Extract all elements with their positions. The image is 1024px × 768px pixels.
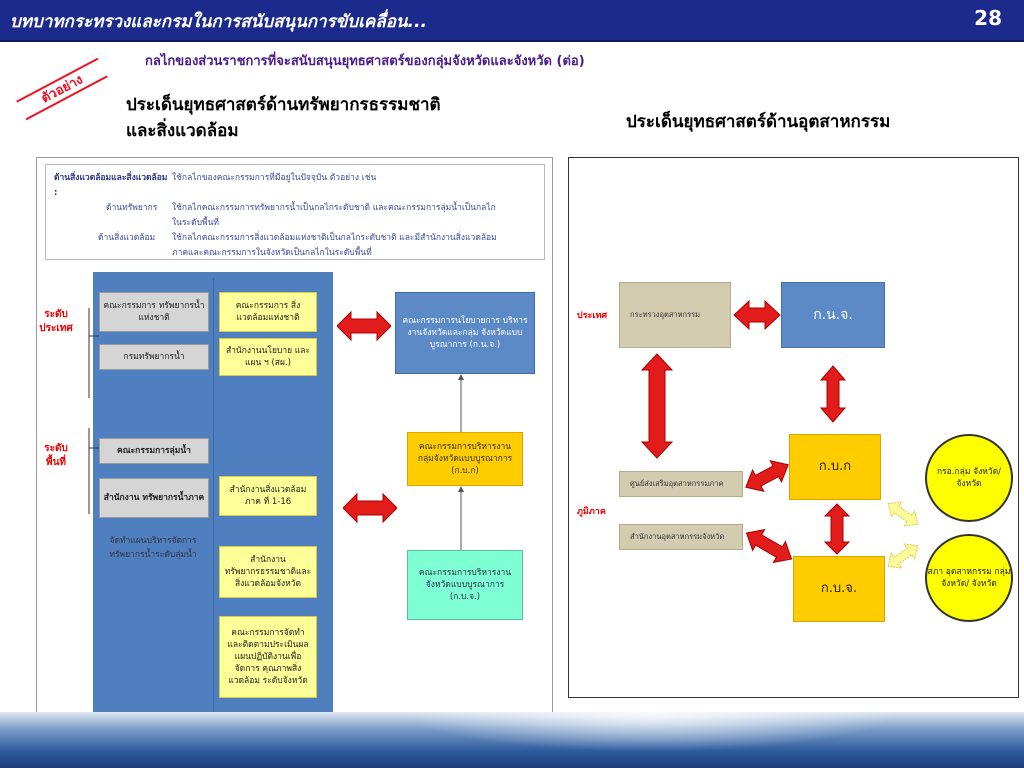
double-arrow-icon	[733, 299, 781, 331]
double-arrow-icon	[745, 459, 789, 493]
box-kbk: ก.บ.ก	[789, 434, 881, 500]
note-key	[54, 216, 172, 231]
yellow-double-arrow-icon	[887, 543, 919, 569]
connector-arrows	[640, 299, 919, 569]
box-kbj: ก.บ.จ.	[793, 556, 885, 622]
note-key	[54, 246, 172, 261]
circle-provincial-industry-committee: กรอ.กลุ่ม จังหวัด/ จังหวัด	[925, 434, 1013, 522]
note-key: ด้านทรัพยากร	[106, 203, 158, 213]
page-number: 28	[974, 6, 1002, 30]
connector-lines	[458, 374, 464, 550]
box-kbk-committee: คณะกรรมการบริหารงาน กลุ่มจังหวัดแบบบูรณา…	[407, 432, 523, 486]
right-heading: ประเด็นยุทธศาสตร์ด้านอุตสาหกรรม	[626, 112, 891, 132]
box-knj-committee: คณะกรรมการนโยบายการ บริหารงานจังหวัดและก…	[395, 292, 535, 374]
circle-federation-of-industries: สภา อุตสาหกรรม กลุ่มจังหวัด/ จังหวัด	[925, 534, 1013, 622]
box-provincial-env-office: สำนักงาน ทรัพยากรธรรมชาติและ สิ่งแวดล้อม…	[219, 546, 317, 598]
box-kbj-committee: คณะกรรมการบริหารงาน จังหวัดแบบบูรณาการ (…	[407, 550, 523, 620]
note-row: ภาคและคณะกรรมการในจังหวัดเป็นกลไกในระดับ…	[54, 246, 536, 261]
slide-subtitle: กลไกของส่วนราชการที่จะสนับสนุนยุทธศาสตร์…	[145, 54, 585, 69]
level-local-label: ระดับ พื้นที่	[44, 443, 68, 468]
example-stamp: ตัวอย่าง	[16, 57, 108, 121]
box-regional-env-office: สำนักงานสิ่งแวดล้อม ภาค ที่ 1-16	[219, 476, 317, 516]
double-arrow-icon	[823, 503, 851, 555]
note-row: ด้านสิ่งแวดล้อมและสิ่งแวดล้อม : ใช้กลไกขอ…	[54, 171, 536, 201]
left-heading: ประเด็นยุทธศาสตร์ด้านทรัพยากรธรรมชาติและ…	[126, 95, 441, 141]
note-text: ใช้กลไกคณะกรรมการทรัพยากรน้ำเป็นกลไกระดั…	[172, 203, 496, 213]
box-provincial-env-committee: คณะกรรมการจัดทำ และติดตามประเมินผล แผนปฏ…	[219, 616, 317, 698]
note-text: ภาคและคณะกรรมการในจังหวัดเป็นกลไกในระดับ…	[172, 248, 372, 258]
box-onep: สำนักงานนโยบาย และแผน ฯ (สผ.)	[219, 338, 317, 376]
yellow-double-arrow-icon	[887, 501, 919, 527]
box-national-water-committee: คณะกรรมการ ทรัพยากรน้ำแห่งชาติ	[99, 292, 209, 332]
basin-plan-text: จัดทำแผนบริหารจัดการ ทรัพยากรน้ำระดับลุ่…	[109, 536, 197, 560]
box-provincial-industry-office: สำนักงานอุตสาหกรรมจังหวัด	[619, 524, 743, 550]
box-ministry-of-industry: กระทรวงอุตสาหกรรม	[619, 282, 731, 348]
slide-title: บทบาทกระทรวงและกรมในการสนับสนุนการขับเคล…	[10, 12, 427, 32]
note-row: ด้านทรัพยากร ใช้กลไกคณะกรรมการทรัพยากรน้ำ…	[54, 201, 536, 216]
note-row: ด้านสิ่งแวดล้อม ใช้กลไกคณะกรรมการสิ่งแวดล…	[54, 231, 536, 246]
double-arrow-icon	[343, 492, 397, 524]
note-text: ในระดับพื้นที่	[172, 218, 220, 228]
note-key: ด้านสิ่งแวดล้อมและสิ่งแวดล้อม :	[54, 173, 168, 198]
level-national-label: ระดับ ประเทศ	[39, 309, 73, 334]
footer-glow	[400, 712, 900, 752]
double-arrow-icon	[819, 365, 847, 423]
box-basin-committee: คณะกรรมการลุ่มน้ำ	[99, 438, 209, 464]
box-knj: ก.น.จ.	[781, 282, 885, 348]
box-water-department: กรมทรัพยากรน้ำ	[99, 344, 209, 370]
mechanism-note: ด้านสิ่งแวดล้อมและสิ่งแวดล้อม : ใช้กลไกขอ…	[45, 164, 545, 260]
double-arrow-icon	[337, 310, 391, 342]
note-key: ด้านสิ่งแวดล้อม	[98, 233, 156, 243]
box-national-env-committee: คณะกรรมการ สิ่งแวดล้อมแห่งชาติ	[219, 292, 317, 332]
slide-footer-band	[0, 712, 1024, 768]
level-regional-label: ภูมิภาค	[577, 507, 606, 517]
level-bracket	[88, 308, 99, 514]
double-arrow-icon	[745, 528, 793, 564]
column-divider	[213, 278, 214, 714]
box-regional-industry-center: ศูนย์ส่งเสริมอุตสาหกรรมภาค	[619, 471, 743, 497]
left-diagram-panel: ด้านสิ่งแวดล้อมและสิ่งแวดล้อม : ใช้กลไกขอ…	[36, 157, 553, 720]
double-arrow-icon	[640, 353, 674, 459]
note-row: ในระดับพื้นที่	[54, 216, 536, 231]
note-text: ใช้กลไกคณะกรรมการสิ่งแวดล้อมแห่งชาติเป็น…	[172, 233, 497, 243]
box-regional-water-office: สำนักงาน ทรัพยากรน้ำภาค	[99, 478, 209, 518]
note-text: ใช้กลไกของคณะกรรมการที่มีอยู่ในปัจจุบัน …	[172, 173, 377, 183]
level-national-label: ประเทศ	[577, 311, 608, 321]
right-diagram-panel: ประเทศ ภูมิภาค กระทรวงอุตสาหกรรม ก.น.จ. …	[568, 157, 1019, 698]
slide-header: บทบาทกระทรวงและกรมในการสนับสนุนการขับเคล…	[0, 0, 1024, 42]
